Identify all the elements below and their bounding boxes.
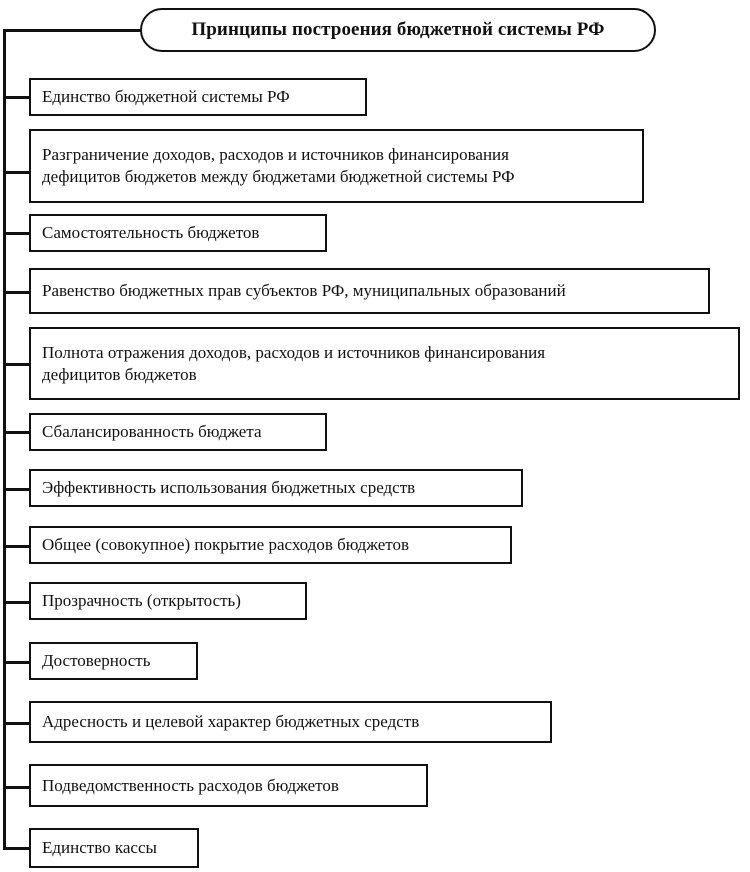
principle-label-5: Полнота отражения доходов, расходов и ис… bbox=[42, 342, 546, 384]
principle-label-3: Самостоятельность бюджетов bbox=[42, 223, 260, 243]
connector-stub-2 bbox=[3, 171, 30, 174]
connector-stub-10 bbox=[3, 661, 30, 664]
principle-box-6: Сбалансированность бюджета bbox=[29, 413, 327, 451]
principle-label-10: Достоверность bbox=[42, 651, 151, 671]
connector-stub-title bbox=[3, 29, 142, 32]
connector-stub-6 bbox=[3, 431, 30, 434]
principle-label-6: Сбалансированность бюджета bbox=[42, 422, 262, 442]
diagram-title-text: Принципы построения бюджетной системы РФ bbox=[191, 19, 605, 40]
principle-label-11: Адресность и целевой характер бюджетных … bbox=[42, 712, 420, 732]
principle-label-8: Общее (совокупное) покрытие расходов бюд… bbox=[42, 535, 410, 555]
principle-label-1: Единство бюджетной системы РФ bbox=[42, 87, 290, 107]
principle-box-2: Разграничение доходов, расходов и источн… bbox=[29, 129, 644, 203]
principle-label-9: Прозрачность (открытость) bbox=[42, 591, 241, 611]
connector-stub-7 bbox=[3, 488, 30, 491]
principle-box-5: Полнота отражения доходов, расходов и ис… bbox=[29, 327, 740, 400]
principle-box-3: Самостоятельность бюджетов bbox=[29, 214, 327, 252]
connector-stub-9 bbox=[3, 601, 30, 604]
connector-stub-8 bbox=[3, 545, 30, 548]
principle-label-7: Эффективность использования бюджетных ср… bbox=[42, 478, 416, 498]
connector-stub-3 bbox=[3, 232, 30, 235]
connector-stub-11 bbox=[3, 722, 30, 725]
connector-trunk-line bbox=[3, 29, 6, 850]
principle-box-9: Прозрачность (открытость) bbox=[29, 582, 307, 620]
principle-box-13: Единство кассы bbox=[29, 828, 199, 868]
principle-box-10: Достоверность bbox=[29, 642, 198, 680]
principle-box-8: Общее (совокупное) покрытие расходов бюд… bbox=[29, 526, 512, 564]
connector-stub-1 bbox=[3, 96, 30, 99]
connector-stub-4 bbox=[3, 291, 30, 294]
principle-box-11: Адресность и целевой характер бюджетных … bbox=[29, 701, 552, 743]
connector-stub-5 bbox=[3, 363, 30, 366]
principle-box-4: Равенство бюджетных прав субъектов РФ, м… bbox=[29, 268, 710, 314]
principle-label-2: Разграничение доходов, расходов и источн… bbox=[42, 145, 515, 186]
diagram-title-node: Принципы построения бюджетной системы РФ bbox=[140, 8, 656, 52]
connector-stub-12 bbox=[3, 786, 30, 789]
principle-label-13: Единство кассы bbox=[42, 838, 157, 858]
principle-label-12: Подведомственность расходов бюджетов bbox=[42, 775, 339, 795]
principle-box-1: Единство бюджетной системы РФ bbox=[29, 78, 367, 116]
connector-stub-13 bbox=[3, 847, 30, 850]
principle-box-12: Подведомственность расходов бюджетов bbox=[29, 764, 428, 807]
principle-label-4: Равенство бюджетных прав субъектов РФ, м… bbox=[42, 281, 566, 301]
principle-box-7: Эффективность использования бюджетных ср… bbox=[29, 469, 523, 507]
